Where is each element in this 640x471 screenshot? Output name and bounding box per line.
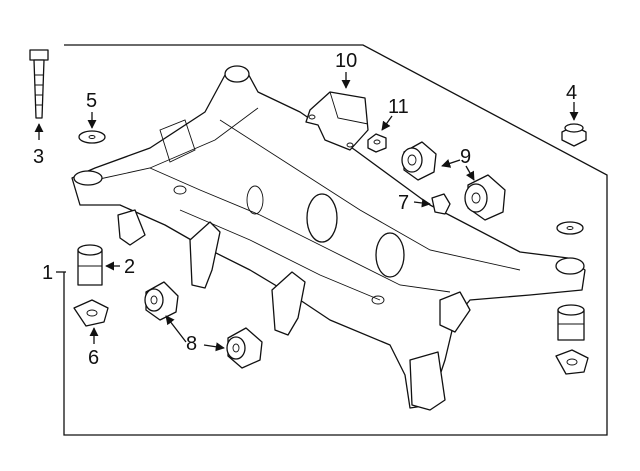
callout-11: 11 — [388, 96, 409, 118]
callout-3: 3 — [33, 146, 44, 168]
clip — [431, 193, 451, 215]
subframe-bushing-left — [77, 244, 103, 286]
flange-nut — [561, 123, 587, 147]
bushing-upper — [401, 141, 437, 181]
callout-6: 6 — [88, 347, 99, 369]
bushing-lower — [464, 174, 506, 221]
callout-2: 2 — [124, 256, 135, 278]
small-nut — [367, 133, 387, 153]
assembly-boundary — [63, 44, 608, 436]
callout-8: 8 — [186, 333, 197, 355]
mounting-bracket — [305, 91, 369, 151]
washer-right — [556, 221, 584, 235]
rear-subframe — [71, 65, 586, 411]
bushing-plate — [73, 299, 109, 327]
callout-7: 7 — [398, 192, 409, 214]
arm-bushing-upper — [144, 281, 179, 321]
callout-5: 5 — [86, 90, 97, 112]
subframe-bushing-right — [557, 304, 585, 341]
arm-bushing-lower — [226, 327, 263, 369]
long-bolt — [29, 49, 49, 119]
washer — [78, 130, 106, 144]
bushing-plate-right — [555, 349, 589, 375]
callout-10: 10 — [335, 50, 357, 72]
callout-4: 4 — [566, 82, 577, 104]
callout-9: 9 — [460, 146, 471, 168]
callout-1: 1 — [42, 262, 53, 284]
